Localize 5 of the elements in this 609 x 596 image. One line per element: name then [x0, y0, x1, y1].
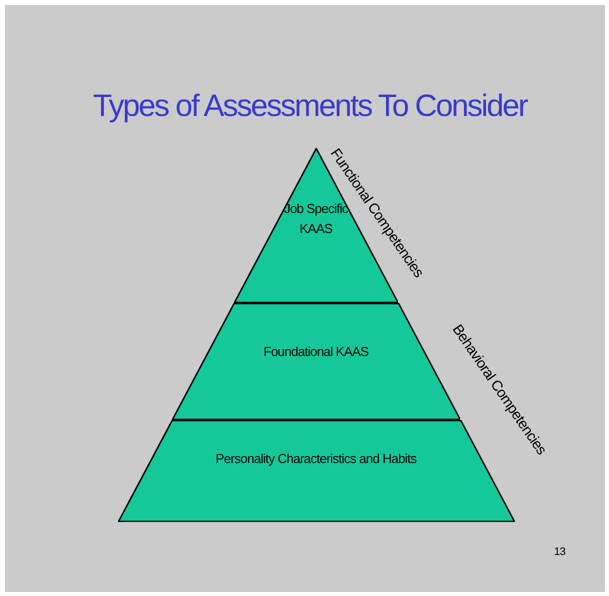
tier-label: Personality Characteristics and Habits — [214, 450, 418, 466]
title: Types of Assessments To Consider — [92, 88, 528, 124]
tier-label: Job Specific KAAS — [282, 200, 348, 238]
page-number: 13 — [554, 546, 566, 558]
tier-label: Foundational KAAS — [262, 344, 370, 360]
